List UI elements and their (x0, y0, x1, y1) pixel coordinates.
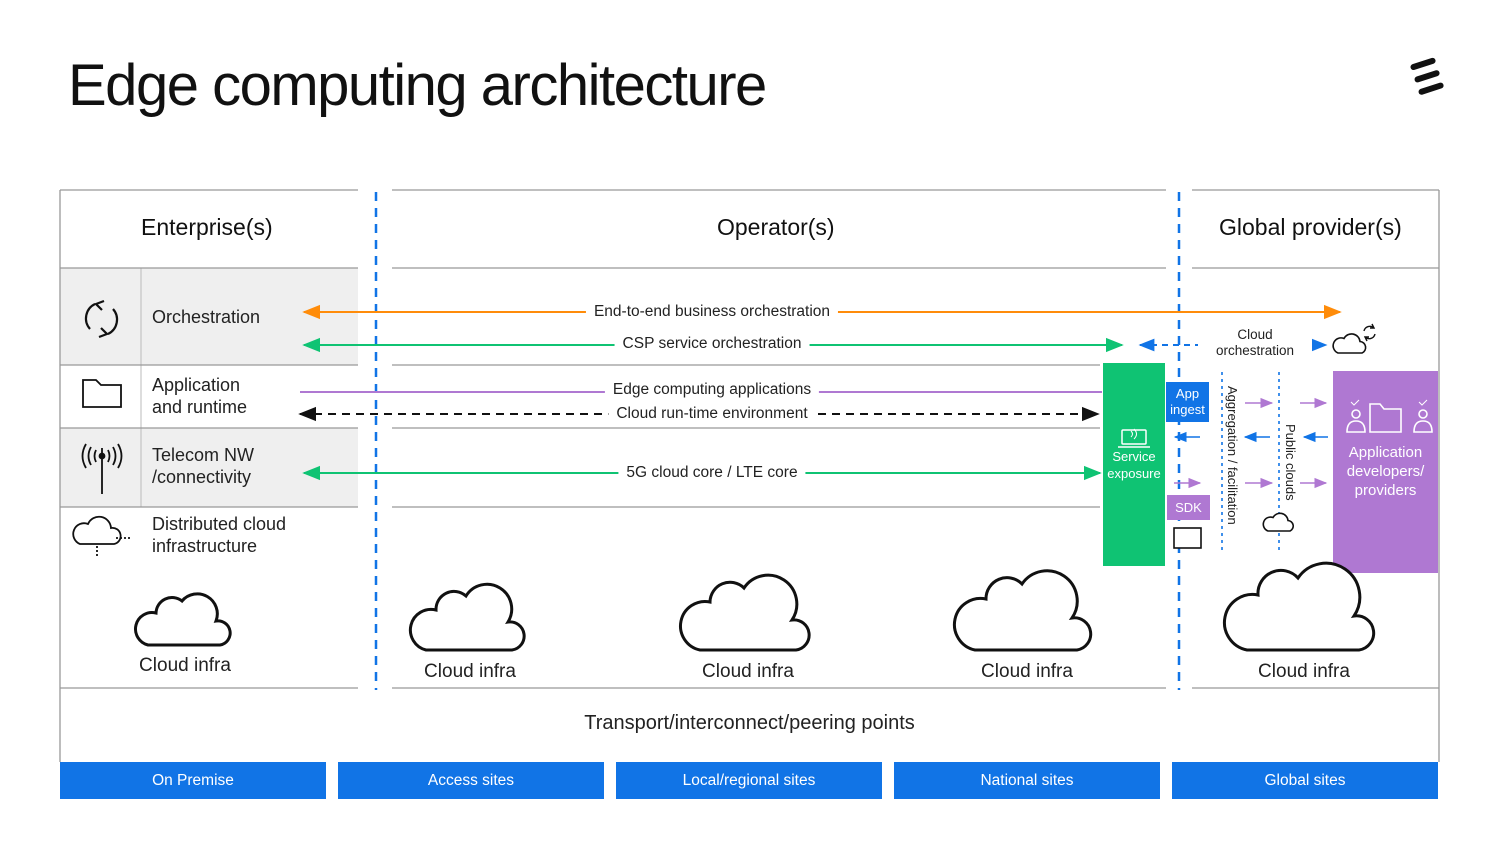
public-cloud-icon (1262, 512, 1294, 532)
cloud-infra-label-access: Cloud infra (424, 661, 516, 682)
app-developers-label-line1: Application (1348, 444, 1423, 461)
zone-title-enterprise: Enterprise(s) (141, 214, 273, 240)
folder-icon (82, 379, 122, 408)
flow-label-core: 5G cloud core / LTE core (618, 464, 806, 482)
service-exposure-label: Service exposure (1103, 448, 1165, 482)
layer-label-telecom-line2: /connectivity (152, 467, 252, 487)
cloud-orchestration-label: Cloud orchestration (1198, 327, 1312, 359)
cloud-orchestration-icon (1332, 333, 1367, 354)
zone-title-operator: Operator(s) (717, 214, 835, 240)
antenna-icon (81, 443, 123, 494)
cloud-infra-label-global: Cloud infra (1258, 661, 1350, 682)
ericsson-logo-icon (1410, 57, 1444, 95)
layer-label-distributed-line2: infrastructure (152, 536, 258, 556)
site-bar-local: Local/regional sites (616, 762, 882, 799)
orchestration-sync-icon (84, 299, 119, 339)
cloud-infra-label-onpremise: Cloud infra (139, 655, 231, 676)
developers-icon (1346, 399, 1433, 433)
cloud-infra-label-local: Cloud infra (702, 661, 794, 682)
layer-label-application-line2: and runtime (152, 397, 248, 417)
layer-label-distributed: Distributed cloud infrastructure (152, 513, 286, 557)
cloud-orchestration-label-line1: Cloud (1237, 327, 1273, 342)
site-bar-access: Access sites (338, 762, 604, 799)
public-clouds-label: Public clouds (1283, 424, 1298, 501)
cloud-orchestration-label-line2: orchestration (1215, 343, 1295, 358)
layer-label-orchestration: Orchestration (152, 307, 261, 327)
cloud-infra-icon-access (408, 582, 526, 652)
site-bar-global: Global sites (1172, 762, 1438, 799)
sdk-box: SDK (1167, 495, 1210, 520)
zone-title-global: Global provider(s) (1219, 214, 1402, 240)
app-ingest-label-line2: ingest (1170, 402, 1205, 417)
app-ingest-label-line1: App (1175, 386, 1200, 401)
cloud-infra-icon-onpremise (134, 592, 232, 647)
app-developers-label-line2: developers/ (1346, 463, 1425, 480)
laptop-icon (1118, 428, 1150, 448)
flow-label-runtime: Cloud run-time environment (608, 405, 816, 423)
layer-label-application: Application and runtime (152, 374, 247, 418)
cloud-orchestration-sync-icon (1363, 323, 1376, 342)
app-developers-block (1333, 371, 1438, 573)
aggregation-label: Aggregation / facilitation (1225, 386, 1240, 525)
app-ingest-box: App ingest (1166, 382, 1209, 422)
site-bar-onpremise: On Premise (60, 762, 326, 799)
device-icon (1173, 527, 1202, 549)
cloud-infra-icon-national (952, 569, 1093, 652)
service-exposure-label-line2: exposure (1107, 466, 1161, 481)
icon-cell-application (61, 366, 141, 427)
app-developers-label: Application developers/ providers (1333, 443, 1438, 500)
flow-label-edge-apps: Edge computing applications (604, 381, 820, 399)
layer-label-application-line1: Application (152, 375, 241, 395)
site-bar-national: National sites (894, 762, 1160, 799)
layer-label-telecom: Telecom NW /connectivity (152, 444, 254, 488)
transport-label: Transport/interconnect/peering points (584, 712, 915, 734)
layer-label-distributed-line1: Distributed cloud (152, 514, 287, 534)
cloud-infra-icon-global (1222, 561, 1376, 652)
flow-label-csp: CSP service orchestration (614, 335, 810, 353)
layer-label-telecom-line1: Telecom NW (152, 445, 255, 465)
page-title: Edge computing architecture (68, 53, 767, 118)
cloud-infra-icon-local (679, 573, 811, 652)
service-exposure-label-line1: Service (1112, 449, 1156, 464)
flow-label-e2e: End-to-end business orchestration (585, 303, 839, 321)
service-exposure-block (1103, 363, 1165, 566)
distributed-cloud-icon (72, 515, 132, 556)
cloud-infra-label-national: Cloud infra (981, 661, 1073, 682)
app-developers-label-line3: providers (1354, 482, 1417, 499)
